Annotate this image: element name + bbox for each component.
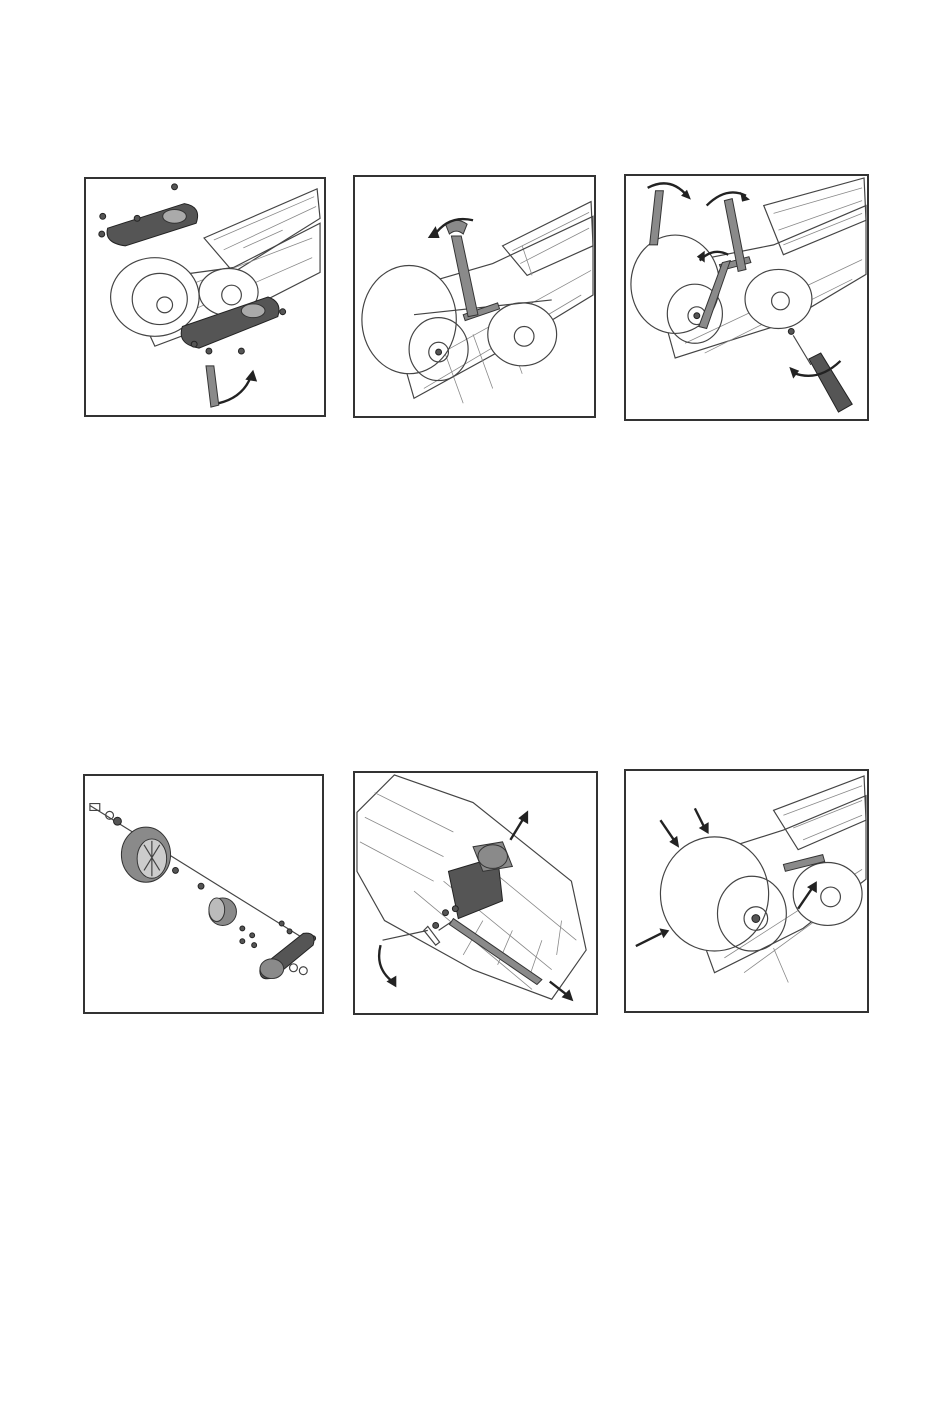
scooter-illustration-2 xyxy=(355,177,594,416)
screwdriver-shaft xyxy=(793,335,811,365)
hex-key xyxy=(206,366,219,407)
arrow-3 xyxy=(636,933,662,946)
rotate-arrow-1 xyxy=(648,183,687,195)
scooter-underside-illustration xyxy=(355,773,596,1013)
figure-2-loosen-tensioner xyxy=(353,175,596,418)
scooter-illustration-1 xyxy=(86,179,324,415)
scooter-illustration-3 xyxy=(626,176,867,419)
rotate-arrow xyxy=(219,376,251,404)
figure-1-remove-covers xyxy=(84,177,326,417)
exploded-illustration xyxy=(85,776,322,1012)
drive-pulley xyxy=(793,862,862,925)
figure-5-motor-removal xyxy=(353,771,598,1015)
rear-wheel xyxy=(362,266,456,374)
screw xyxy=(788,328,794,334)
rear-wheel xyxy=(660,837,768,951)
drive-pulley xyxy=(488,303,557,366)
arrow-2 xyxy=(695,808,705,828)
drive-belt xyxy=(449,919,541,985)
arrow-1 xyxy=(660,820,675,842)
arrow-up xyxy=(510,817,524,840)
rotate-arrow xyxy=(379,945,392,981)
motor xyxy=(478,845,508,869)
scooter-illustration-6 xyxy=(626,771,867,1011)
figure-3-adjust-tension xyxy=(624,174,869,421)
figure-4-exploded-wheel xyxy=(83,774,324,1014)
screwdriver-handle xyxy=(809,353,852,412)
wrench xyxy=(451,236,478,317)
arrow-down xyxy=(550,982,568,996)
hex-key xyxy=(424,926,440,945)
drive-pulley xyxy=(745,269,812,328)
axle xyxy=(90,806,311,944)
figure-6-reassembly xyxy=(624,769,869,1013)
top-cover-plate xyxy=(107,204,198,246)
